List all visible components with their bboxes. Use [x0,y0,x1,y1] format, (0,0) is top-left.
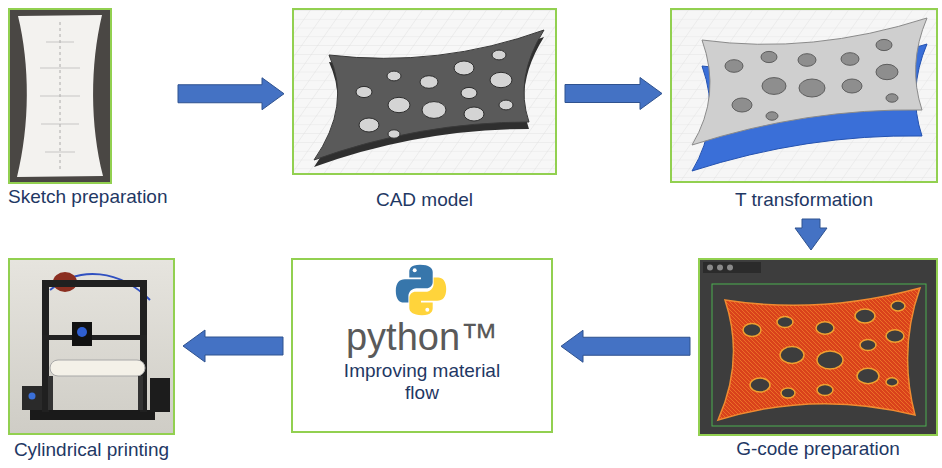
sketch-photo [10,10,110,182]
caption-area: Cylindrical printing [14,439,172,461]
caption-area: Sketch preparation [8,186,170,208]
caption-area: T transformation [735,189,875,211]
caption-area: G-code preparation [736,438,902,460]
step-panel: Sketch preparation [8,8,112,208]
flow-arrow [795,219,827,250]
step-label: Improving material flow [327,360,517,404]
step-caption: Cylindrical printing [14,439,169,461]
step-caption: T transformation [735,189,873,211]
flow-arrow [565,78,662,110]
step-caption: Sketch preparation [8,186,168,208]
image-frame [8,8,112,184]
flow-arrow [178,78,284,110]
step-panel: python™Improving material flow [291,258,553,433]
step-panel: Cylindrical printing [8,258,175,461]
step-caption: G-code preparation [736,438,900,460]
step-panel: CAD model [292,8,557,211]
transformed-model-render [672,10,936,181]
step-panel: T transformation [670,8,938,211]
slicer-preview [700,260,936,434]
printer-photo [10,260,173,433]
flow-arrow [561,330,690,362]
image-frame: python™Improving material flow [291,258,553,433]
image-frame [670,8,938,183]
image-frame [8,258,175,435]
cad-model-render [294,10,555,173]
step-panel: G-code preparation [698,258,938,460]
step-caption: CAD model [376,189,473,211]
image-frame [698,258,938,436]
flow-arrow [183,330,283,362]
caption-area: CAD model [376,189,476,211]
python-logo [394,263,448,317]
logo-wordmark: python™ [346,316,498,360]
image-frame [292,8,557,175]
